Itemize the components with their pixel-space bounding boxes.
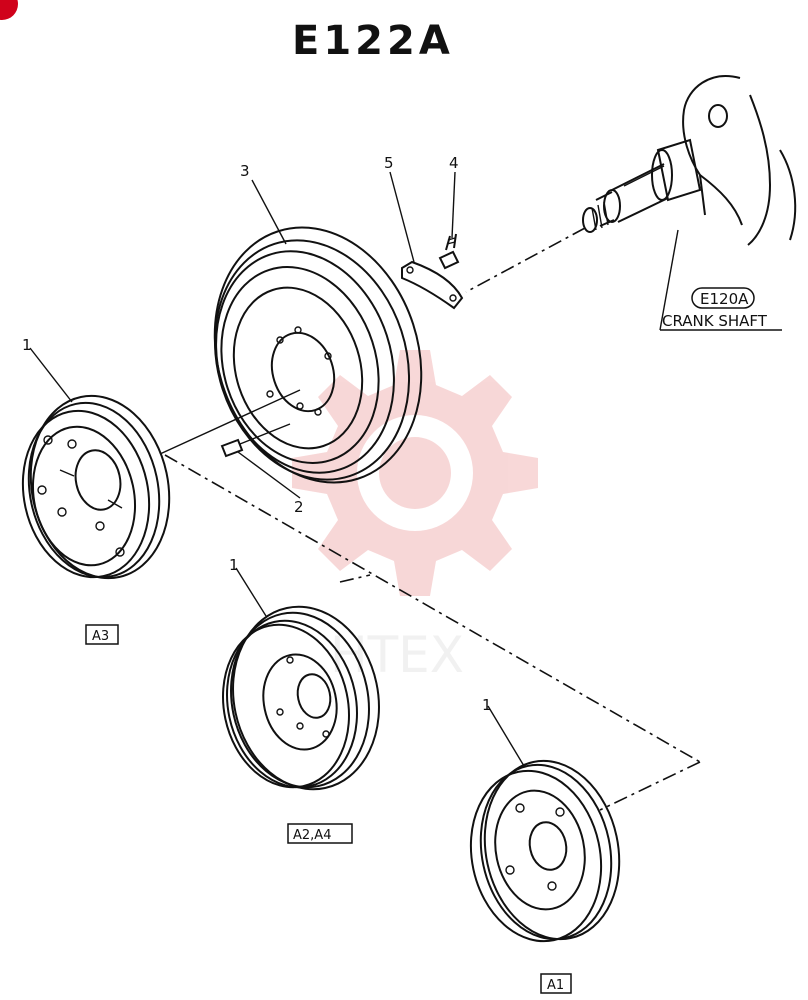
pulley-a2-a4 bbox=[222, 605, 380, 791]
corner-badge bbox=[0, 0, 18, 20]
lock-plate-part-5 bbox=[401, 260, 464, 310]
pulley-a3 bbox=[21, 394, 171, 580]
variant-label-a3: A3 bbox=[85, 624, 119, 645]
dowel-pin-part-2 bbox=[220, 423, 291, 458]
callout-part-1-a2-a4: 1 bbox=[229, 556, 239, 574]
pulley-a1 bbox=[469, 759, 621, 943]
damper-part-3 bbox=[213, 226, 423, 484]
callout-part-1-a1: 1 bbox=[482, 696, 492, 714]
variant-label-a1: A1 bbox=[540, 973, 572, 994]
callout-part-1-a3: 1 bbox=[22, 336, 32, 354]
reference-code-badge bbox=[691, 287, 755, 309]
leader-lines bbox=[29, 171, 525, 767]
watermark: HTEX bbox=[292, 350, 538, 684]
variant-label-a3-text: A3 bbox=[92, 629, 109, 644]
variant-label-a2-a4-text: A2,A4 bbox=[293, 828, 331, 843]
crank-shaft-drawing bbox=[582, 75, 797, 246]
callout-part-4: 4 bbox=[449, 154, 459, 172]
variant-label-a2-a4: A2,A4 bbox=[287, 823, 353, 844]
callout-part-2: 2 bbox=[294, 498, 304, 516]
bolt-part-4 bbox=[438, 233, 460, 270]
variant-label-a1-text: A1 bbox=[547, 978, 564, 993]
callout-part-3: 3 bbox=[240, 162, 250, 180]
diagram-title: E122A bbox=[292, 18, 454, 64]
watermark-text: HTEX bbox=[330, 626, 464, 684]
callout-part-5: 5 bbox=[384, 154, 394, 172]
crank-shaft-reference: E120A CRANK SHAFT bbox=[659, 229, 782, 331]
reference-code: E120A bbox=[700, 290, 749, 308]
reference-name: CRANK SHAFT bbox=[662, 312, 768, 330]
